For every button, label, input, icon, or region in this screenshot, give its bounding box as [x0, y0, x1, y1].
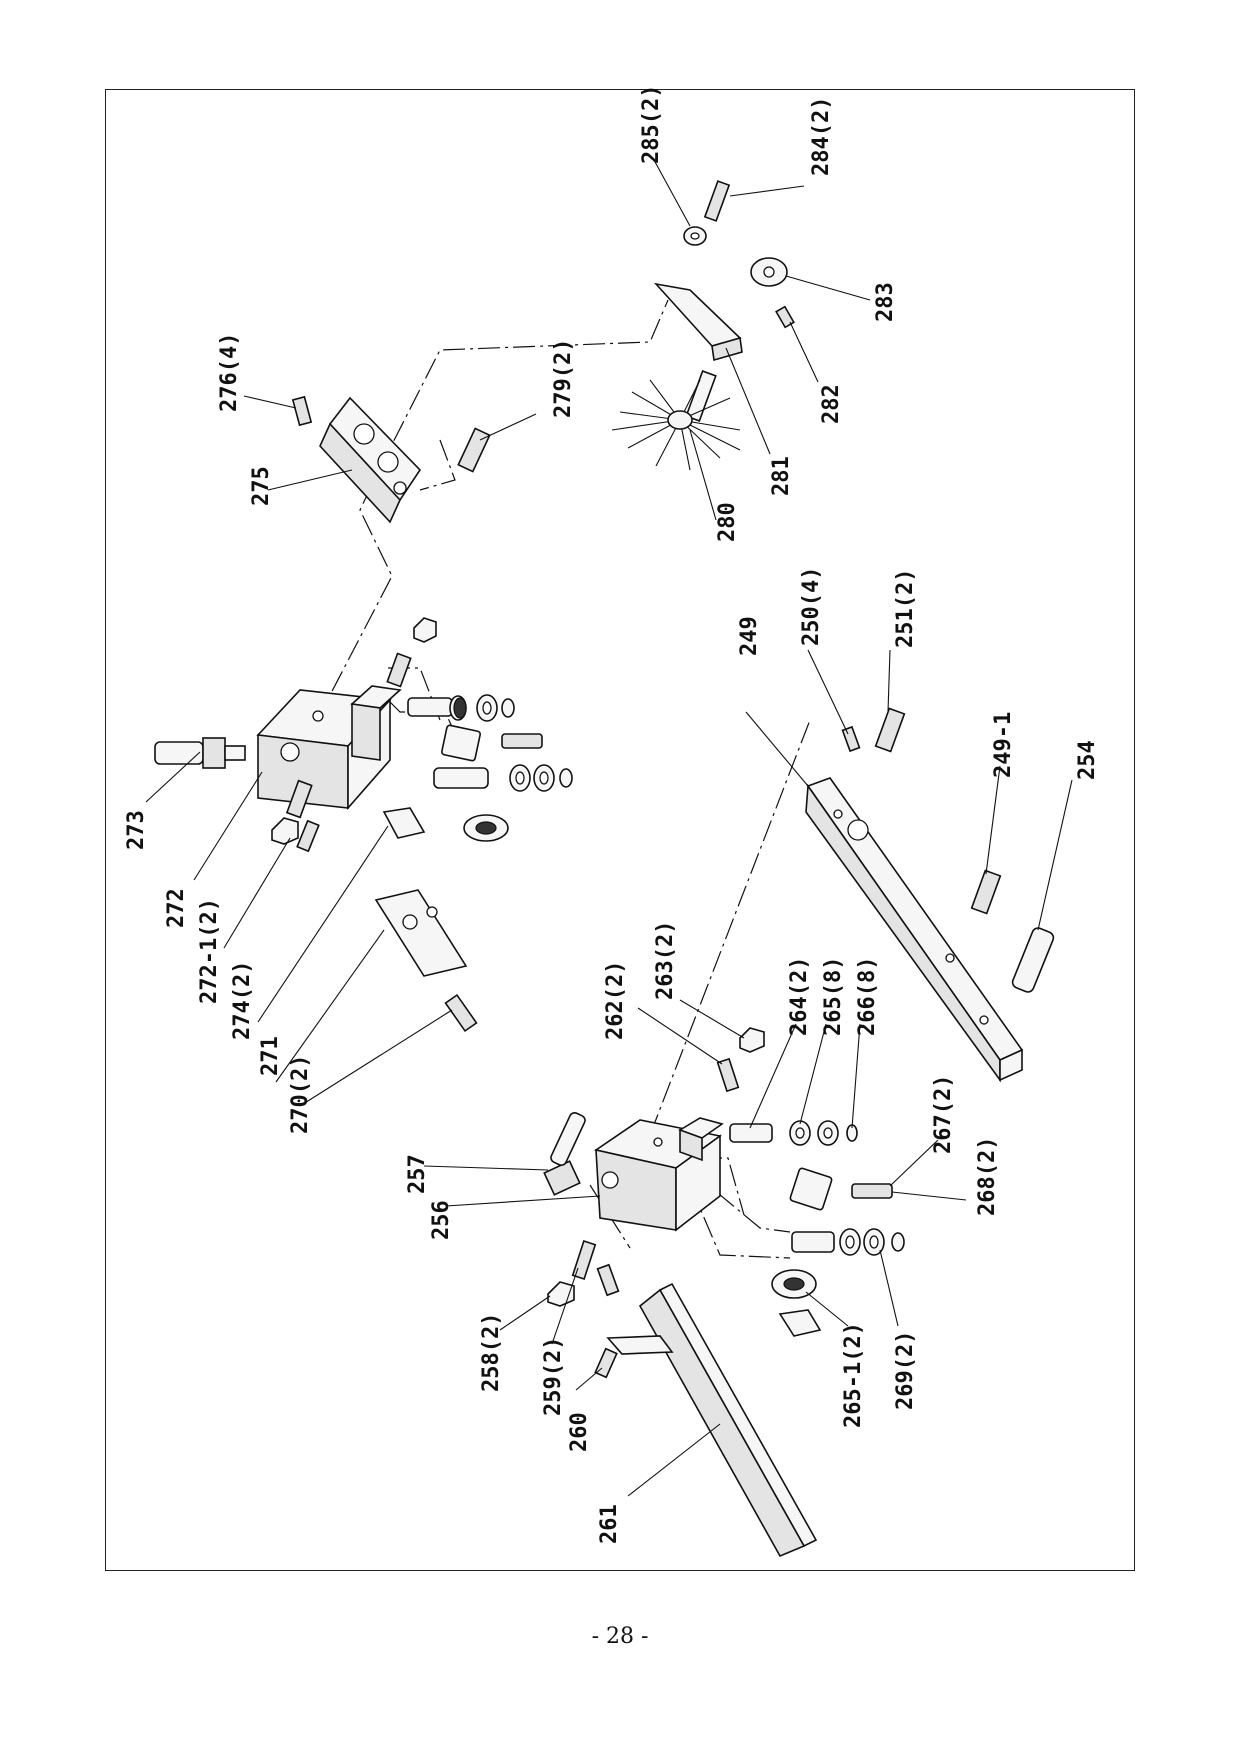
label-262: 262(2) [603, 961, 628, 1040]
label-265-1: 265-1(2) [841, 1322, 866, 1428]
label-260: 260 [567, 1412, 592, 1452]
label-257: 257 [405, 1154, 430, 1194]
label-275: 275 [249, 466, 274, 506]
label-280: 280 [715, 502, 740, 542]
block-256-assembly [543, 1027, 905, 1558]
label-258: 258(2) [479, 1313, 504, 1392]
label-249-1: 249-1 [991, 712, 1016, 778]
part-labels: 273 272 272-1(2) 274(2) 271 270(2) 276(4… [124, 85, 1100, 1544]
label-279: 279(2) [551, 339, 576, 418]
block-272-assembly [154, 617, 573, 1033]
label-254: 254 [1075, 740, 1100, 780]
page-number: - 28 - [591, 1624, 649, 1649]
label-263: 263(2) [653, 921, 678, 1000]
label-270: 270(2) [288, 1055, 313, 1134]
label-250: 250(4) [799, 567, 824, 646]
nut [413, 617, 437, 643]
label-284: 284(2) [809, 97, 834, 176]
block-275-assembly [291, 395, 491, 524]
hose-fitting-273 [154, 737, 246, 769]
label-272-1: 272-1(2) [197, 898, 222, 1004]
label-265: 265(8) [821, 957, 846, 1036]
drawing-frame [105, 89, 1135, 1571]
bar-249-assembly [805, 707, 1055, 1083]
label-261: 261 [597, 1504, 622, 1544]
label-266: 266(8) [855, 957, 880, 1036]
label-267: 267(2) [931, 1075, 956, 1154]
label-249: 249 [737, 616, 762, 656]
label-282: 282 [819, 384, 844, 424]
label-268: 268(2) [975, 1137, 1000, 1216]
bracket-281-assembly [611, 180, 795, 471]
label-269: 269(2) [893, 1331, 918, 1410]
leader-lines [145, 159, 1073, 1497]
label-256: 256 [429, 1200, 454, 1240]
label-276: 276(4) [217, 333, 242, 412]
label-271: 271 [258, 1036, 283, 1076]
label-281: 281 [769, 456, 794, 496]
label-285: 285(2) [639, 85, 664, 164]
label-272: 272 [164, 888, 189, 928]
label-251: 251(2) [893, 569, 918, 648]
label-274: 274(2) [230, 961, 255, 1040]
label-283: 283 [873, 282, 898, 322]
label-259: 259(2) [541, 1337, 566, 1416]
label-273: 273 [124, 810, 149, 850]
label-264: 264(2) [787, 957, 812, 1036]
